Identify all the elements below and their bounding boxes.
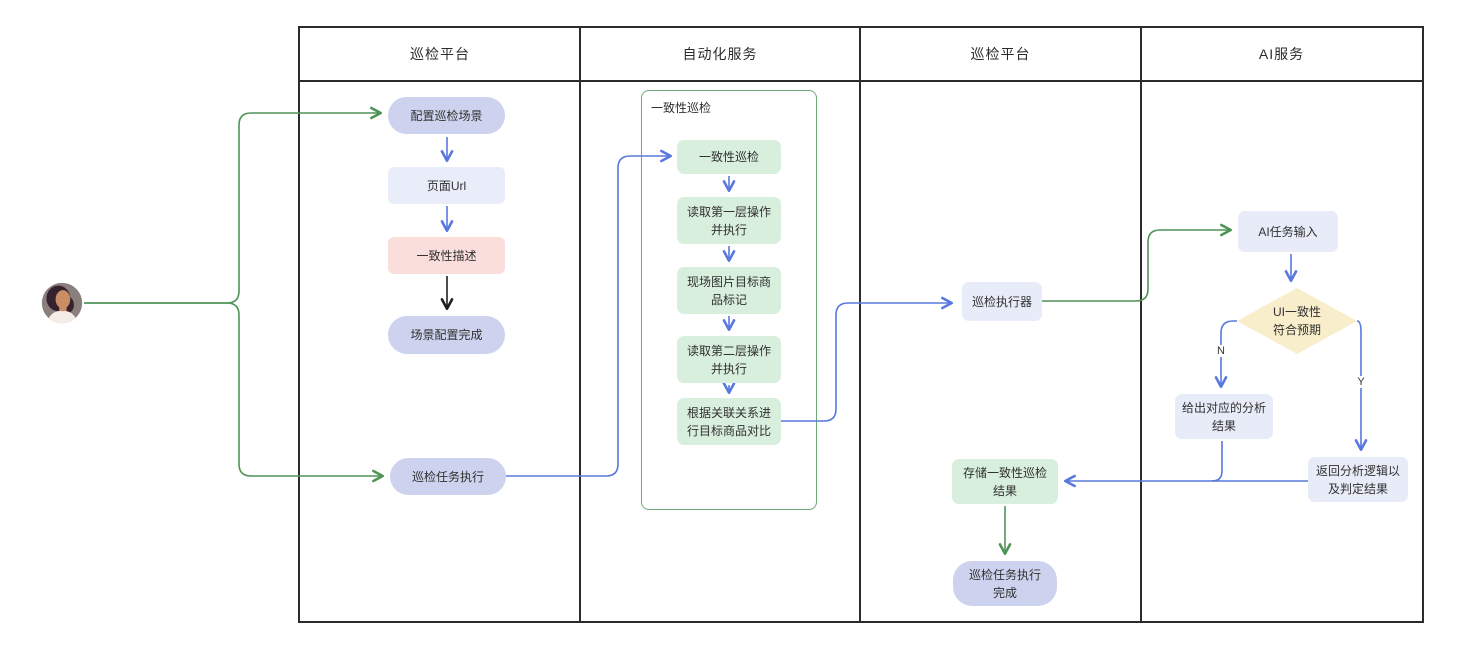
group-label: 一致性巡检 [651, 101, 712, 115]
node-read-layer1-exec[interactable]: 读取第一层操作 并执行 [677, 197, 781, 244]
node-scene-config-done[interactable]: 场景配置完成 [388, 316, 505, 354]
node-analysis-result[interactable]: 给出对应的分析 结果 [1175, 394, 1273, 439]
edge-label-yes: Y [1355, 376, 1367, 388]
lane-divider-3 [1140, 28, 1142, 621]
lane-header-inspection-platform-1: 巡检平台 [410, 46, 470, 62]
node-mark-target-goods[interactable]: 现场图片目标商 品标记 [677, 267, 781, 314]
node-page-url[interactable]: 页面Url [388, 167, 505, 204]
node-consistency-desc[interactable]: 一致性描述 [388, 237, 505, 274]
node-task-exec-done[interactable]: 巡检任务执行 完成 [953, 561, 1057, 606]
node-store-result[interactable]: 存储一致性巡检 结果 [952, 459, 1058, 504]
node-inspection-executor[interactable]: 巡检执行器 [962, 282, 1042, 321]
lane-divider-1 [579, 28, 581, 621]
lane-header-inspection-platform-2: 巡检平台 [970, 46, 1031, 62]
node-consistency-inspection[interactable]: 一致性巡检 [677, 140, 781, 174]
node-configure-scene[interactable]: 配置巡检场景 [388, 97, 505, 134]
header-separator [300, 80, 1422, 82]
node-ai-task-input[interactable]: AI任务输入 [1238, 211, 1338, 252]
user-avatar-icon[interactable] [40, 281, 84, 325]
edge-label-no: N [1215, 345, 1227, 357]
lane-divider-2 [859, 28, 861, 621]
lane-header-ai-service: AI服务 [1258, 46, 1305, 62]
node-task-exec[interactable]: 巡检任务执行 [390, 458, 506, 495]
node-read-layer2-exec[interactable]: 读取第二层操作 并执行 [677, 336, 781, 383]
lane-header-automation-service: 自动化服务 [682, 46, 758, 62]
node-compare-target-goods[interactable]: 根据关联关系进 行目标商品对比 [677, 398, 781, 445]
node-return-logic-result[interactable]: 返回分析逻辑以 及判定结果 [1308, 457, 1408, 502]
